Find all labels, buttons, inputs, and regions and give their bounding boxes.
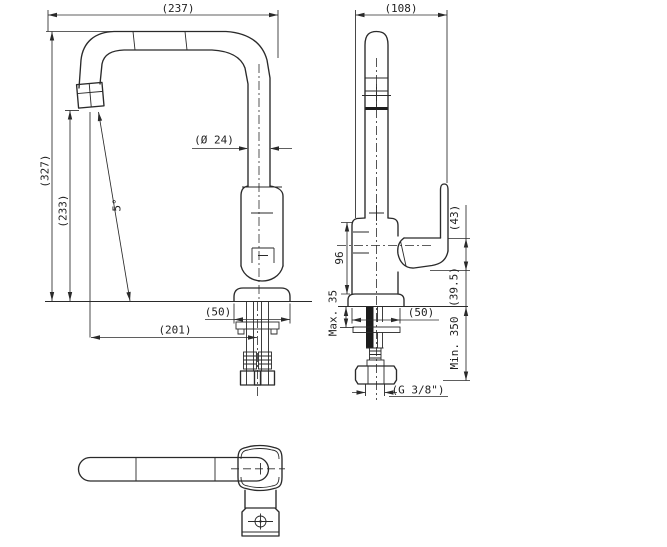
mounting-hardware-side [235,302,280,397]
aerator [75,81,105,109]
side-view: (237) (327) (233) 5° (Ø 24) (50) [39,2,312,397]
dim-deck-thickness-max35: Max. 35 [327,290,340,336]
dim-outlet-height-233: (233) [57,194,70,227]
lever-handle [397,183,449,269]
dim-body-height-96: 96 [333,251,346,264]
dim-projection-201: (201) [158,324,191,337]
dim-overall-width-108: (108) [384,2,417,15]
top-view [77,444,285,537]
dim-thread-g38: (G 3/8") [392,384,445,397]
dim-spout-diameter-24: (Ø 24) [194,134,234,147]
faucet-body-side [233,64,291,302]
dim-total-height-327: (327) [39,154,52,187]
spout-top-outline [77,456,270,482]
dim-handle-height-43: (43) [448,205,461,232]
spout-outline [78,30,271,187]
front-view-dimensions: (108) 96 Max. 35 (43) (39.5) Min. 350 [327,2,470,397]
faucet-body-front [337,217,431,307]
dim-outlet-angle-5deg: 5° [111,198,124,211]
front-view: (108) 96 Max. 35 (43) (39.5) Min. 350 [327,2,470,400]
dim-spout-reach-237: (237) [161,2,194,15]
body-top-outline [237,444,283,492]
riser-pipe [362,30,391,400]
dim-supply-length-min350: Min. 350 [448,317,461,370]
dim-lever-offset-39-5: (39.5) [448,267,461,307]
dim-base-width-50-side: (50) [205,306,232,319]
base-top-outline [241,489,280,537]
side-view-dimensions: (237) (327) (233) 5° (Ø 24) (50) [39,2,292,340]
dim-base-width-50-front: (50) [408,306,435,319]
supply-connection [352,307,401,396]
